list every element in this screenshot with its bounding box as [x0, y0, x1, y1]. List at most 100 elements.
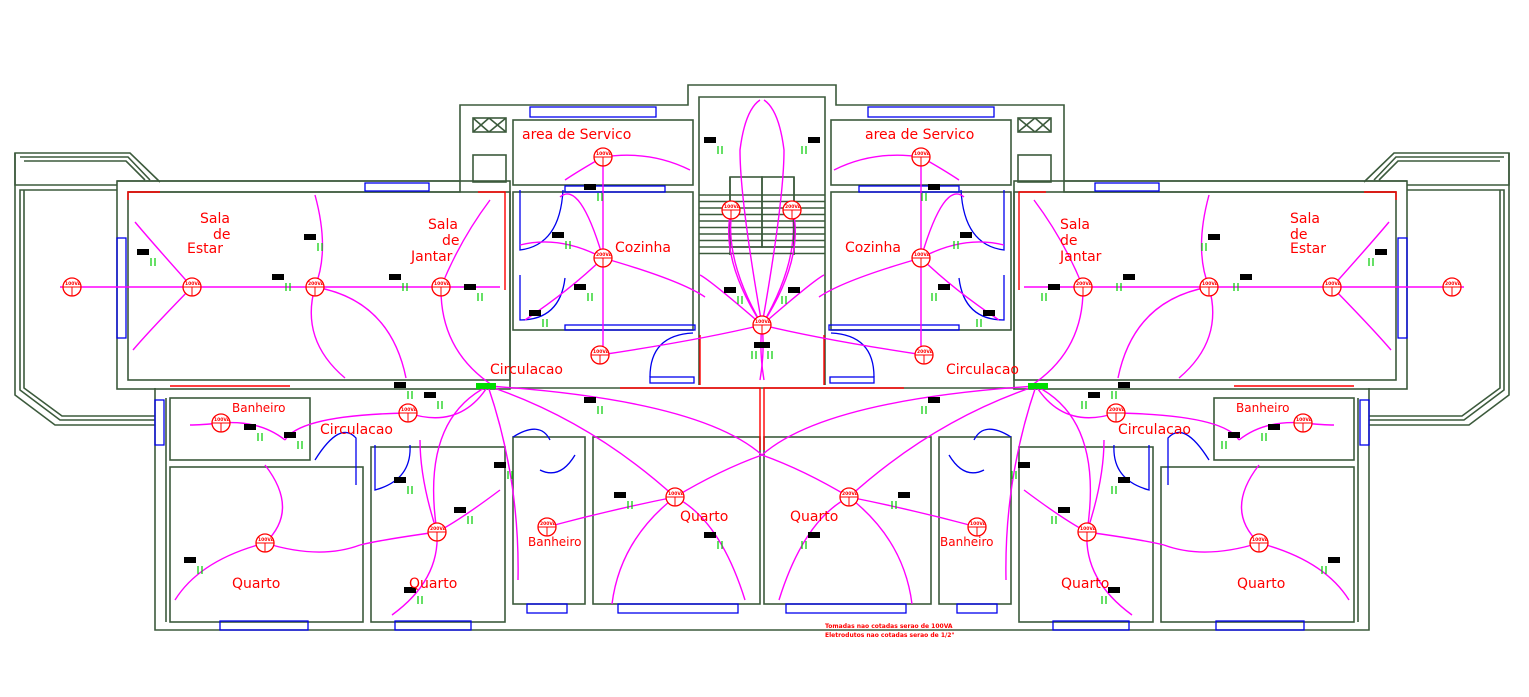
walls [116, 84, 763, 631]
room-label-banheiro: Banheiro [1236, 401, 1290, 415]
room-label-sala-estar: Sala [1290, 211, 1320, 227]
room-label-quarto: Quarto [680, 509, 728, 525]
fixture-power-label: 100VA [401, 407, 418, 413]
conduit-mark [584, 397, 603, 414]
ceiling-light-fixture: 100VA [1293, 413, 1313, 433]
room-label-sala-jantar: Sala [1060, 217, 1090, 233]
fixture-power-label: 200VA [430, 526, 447, 532]
fixture-power-label: 200VA [308, 281, 325, 287]
ceiling-light-fixture: 100VA [431, 277, 451, 297]
room-label-cozinha: Cozinha [845, 240, 901, 256]
conduit-mark [389, 274, 408, 291]
ceiling-light-fixture: 100VA [721, 200, 741, 220]
redacted-tag [244, 424, 256, 430]
ceiling-light-fixture: 100VA [911, 248, 931, 268]
ceiling-light-fixture: 200VA [839, 487, 859, 507]
ceiling-light-fixture: 100VA [182, 277, 202, 297]
room-label-cozinha: Cozinha [615, 240, 671, 256]
fixture-power-label: 100VA [1202, 281, 1219, 287]
right-half-geometry [729, 84, 1510, 631]
outlet-runs [127, 191, 761, 450]
conduit-mark [424, 392, 443, 409]
room-label-banheiro: Banheiro [232, 401, 286, 415]
ceiling-light-fixture: 100VA [967, 517, 987, 537]
windows [116, 106, 739, 631]
redacted-tag [394, 382, 406, 388]
room-label-circulacao: Circulacao [320, 422, 393, 438]
fixture-power-label: 200VA [540, 521, 557, 527]
room-label-sala-jantar: Jantar [410, 249, 453, 265]
conduit-mark [244, 424, 263, 441]
ceiling-light-fixture: 200VA [537, 517, 557, 537]
ceiling-light-fixture: 200VA [1106, 403, 1126, 423]
ceiling-light-fixture: 200VA [593, 248, 613, 268]
room-label-banheiro: Banheiro [940, 535, 994, 549]
redacted-tag [389, 274, 401, 280]
ceiling-light-fixture: 100VA [1199, 277, 1219, 297]
redacted-tag [394, 477, 406, 483]
fixture-power-label: 100VA [185, 281, 202, 287]
conduit-mark [529, 310, 548, 327]
fixture-power-label: 200VA [785, 204, 802, 210]
redacted-tag [614, 492, 626, 498]
note-conduits: Eletrodutos nao cotadas serao de 1/2" [825, 632, 955, 639]
ceiling-light-fixture: 200VA [1442, 277, 1462, 297]
conduit-mark [704, 137, 723, 154]
ceiling-light-fixture: 100VA [752, 315, 772, 335]
ceiling-light-fixture: 100VA [255, 533, 275, 553]
room-label-quarto: Quarto [1061, 576, 1109, 592]
ceiling-light-fixture: 100VA [911, 147, 931, 167]
redacted-tag [584, 397, 596, 403]
redacted-tag [552, 232, 564, 238]
room-label-sala-estar: Estar [187, 241, 223, 257]
conduit-mark [464, 284, 483, 301]
room-label-sala-estar: Sala [200, 211, 230, 227]
redacted-tag [272, 274, 284, 280]
fixture-power-label: 100VA [914, 252, 931, 258]
room-label-area-servico: area de Servico [865, 127, 974, 143]
conduit-mark [574, 284, 593, 301]
ceiling-light-fixture: 100VA [398, 403, 418, 423]
fixture-power-label: 200VA [596, 252, 613, 258]
doors [314, 189, 694, 491]
room-label-quarto: Quarto [1237, 576, 1285, 592]
conduit-mark [584, 184, 603, 201]
conduit-mark [454, 507, 473, 524]
fixture-power-label: 100VA [214, 417, 231, 423]
ceiling-light-fixture: 100VA [593, 147, 613, 167]
fixture-power-label: 100VA [65, 281, 82, 287]
room-label-circulacao: Circulacao [1118, 422, 1191, 438]
fixture-power-label: 100VA [668, 491, 685, 497]
ceiling-light-fixture: 100VA [1322, 277, 1342, 297]
ceiling-light-fixture: 100VA [211, 413, 231, 433]
wiring [60, 99, 795, 616]
room-label-sala-jantar: Jantar [1059, 249, 1102, 265]
ceiling-light-fixture: 200VA [427, 522, 447, 542]
conduit-mark [137, 249, 156, 266]
room-label-sala-estar: Estar [1290, 241, 1326, 257]
ceiling-light-fixture: 100VA [62, 277, 82, 297]
ceiling-light-fixture: 100VA [1077, 522, 1097, 542]
room-labels: area de Servico area de Servico Sala de … [187, 127, 1326, 592]
fixture-power-label: 100VA [755, 319, 772, 325]
redacted-tag [404, 587, 416, 593]
fixture-power-label: 200VA [1076, 281, 1093, 287]
redacted-tag [284, 432, 296, 438]
fixture-power-label: 200VA [842, 491, 859, 497]
conduit-mark [552, 232, 571, 249]
room-label-circulacao: Circulacao [490, 362, 563, 378]
fixture-power-label: 100VA [593, 349, 610, 355]
redacted-tag [137, 249, 149, 255]
redacted-tag [464, 284, 476, 290]
fixture-power-label: 100VA [724, 204, 741, 210]
fixture-power-label: 200VA [917, 349, 934, 355]
redacted-tag [529, 310, 541, 316]
conduit-mark [394, 382, 413, 399]
redacted-tag [704, 137, 716, 143]
room-label-sala-estar: de [213, 227, 231, 243]
fixture-power-label: 100VA [434, 281, 451, 287]
conduit-mark [304, 234, 323, 251]
conduit-mark [704, 532, 723, 549]
room-label-quarto: Quarto [232, 576, 280, 592]
ceiling-light-fixture: 200VA [1073, 277, 1093, 297]
